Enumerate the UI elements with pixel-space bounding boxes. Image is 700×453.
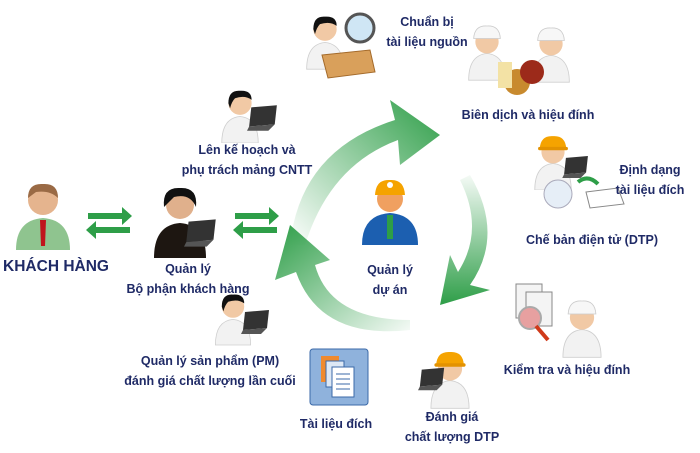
project-manager-icon bbox=[362, 179, 418, 245]
formatter-icon bbox=[534, 135, 625, 209]
label-format-target: Định dạng tài liệu đích bbox=[616, 160, 685, 200]
preparer-with-box-icon bbox=[306, 12, 376, 79]
label-line: Đánh giá bbox=[425, 410, 479, 424]
exchange-arrow-1 bbox=[86, 207, 132, 239]
label-line: phụ trách mảng CNTT bbox=[181, 163, 313, 177]
label-line: tài liệu đích bbox=[615, 183, 685, 197]
label-project-manager: Quản lý dự án bbox=[367, 260, 413, 300]
label-dtp-qa: Đánh giá chất lượng DTP bbox=[405, 407, 499, 447]
customer-manager-icon bbox=[154, 187, 216, 258]
arrow-bottom-left bbox=[275, 225, 410, 332]
label-review: Kiểm tra và hiệu đính bbox=[504, 360, 630, 380]
it-planner-icon bbox=[221, 90, 277, 143]
label-line: tài liệu nguồn bbox=[386, 35, 468, 49]
label-line: Quản lý bbox=[367, 263, 413, 277]
label-line: Chuẩn bị bbox=[400, 15, 454, 29]
label-dtp: Chế bản điện tử (DTP) bbox=[526, 230, 658, 250]
label-line: Biên dịch và hiệu đính bbox=[461, 108, 595, 122]
dtp-qa-icon bbox=[418, 351, 470, 409]
label-line: Tài liệu đích bbox=[299, 417, 373, 431]
target-document-icon bbox=[309, 348, 369, 406]
translators-icon bbox=[468, 25, 570, 95]
label-product-manager: Quản lý sản phẩm (PM) đánh giá chất lượn… bbox=[124, 351, 295, 391]
label-line: chất lượng DTP bbox=[404, 430, 500, 444]
label-prepare-source: Chuẩn bị tài liệu nguồn bbox=[386, 12, 467, 52]
label-line: Quản lý bbox=[165, 262, 211, 276]
exchange-arrow-2 bbox=[233, 207, 279, 239]
label-customer: KHÁCH HÀNG bbox=[3, 257, 109, 277]
label-target-doc: Tài liệu đích bbox=[300, 414, 372, 434]
arrow-right bbox=[440, 175, 490, 305]
label-customer-manager: Quản lý Bộ phận khách hàng bbox=[127, 259, 250, 299]
label-line: Quản lý sản phẩm (PM) bbox=[140, 354, 280, 368]
label-plan-it: Lên kế hoạch và phụ trách mảng CNTT bbox=[182, 140, 313, 180]
label-line: đánh giá chất lượng lần cuối bbox=[124, 374, 296, 388]
label-line: Chế bản điện tử (DTP) bbox=[526, 233, 658, 247]
customer-icon bbox=[16, 183, 70, 250]
label-line: Bộ phận khách hàng bbox=[126, 282, 250, 296]
label-line: KHÁCH HÀNG bbox=[3, 258, 109, 275]
arrow-top bbox=[290, 100, 440, 245]
reviewer-icon bbox=[515, 283, 602, 358]
label-line: Lên kế hoạch và bbox=[198, 143, 296, 157]
label-line: Kiểm tra và hiệu đính bbox=[503, 363, 631, 377]
label-line: dự án bbox=[372, 283, 408, 297]
label-line: Định dạng bbox=[619, 163, 681, 177]
label-translate: Biên dịch và hiệu đính bbox=[462, 105, 595, 125]
